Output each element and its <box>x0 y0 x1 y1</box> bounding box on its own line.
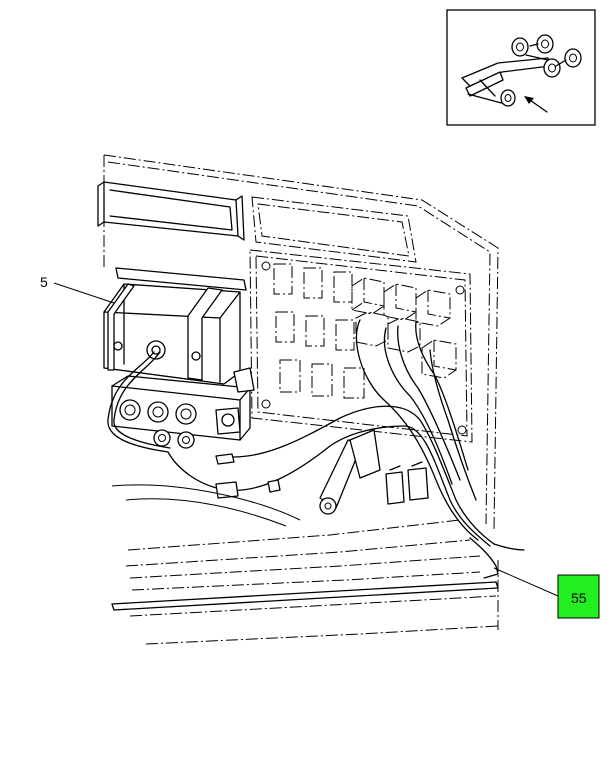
callout-55-highlight-box[interactable] <box>557 574 600 619</box>
fuse-clips <box>385 461 429 505</box>
relay-sockets <box>273 263 365 399</box>
mounting-bracket <box>319 429 381 515</box>
locator-inset <box>446 9 596 126</box>
vehicle-frame-thumbnail <box>461 34 582 107</box>
callout-5-label: 5 <box>40 274 48 290</box>
grab-handle <box>97 181 245 241</box>
callout-55[interactable]: 55 <box>493 567 600 619</box>
connector-block <box>111 367 255 449</box>
callout-55-label[interactable]: 55 <box>571 590 587 606</box>
mounting-panel <box>103 154 499 531</box>
callout-5: 5 <box>40 274 115 304</box>
control-module <box>103 267 247 385</box>
lower-frame <box>111 484 499 645</box>
locator-arrow <box>524 96 548 113</box>
